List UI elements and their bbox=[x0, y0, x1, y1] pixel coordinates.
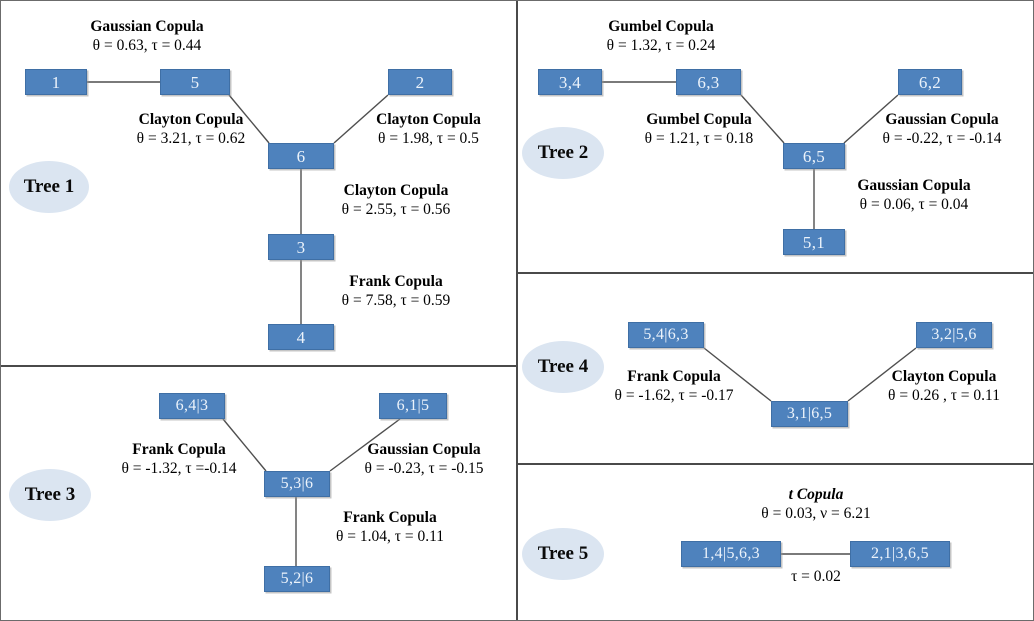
node-t1-5[interactable]: 5 bbox=[160, 69, 230, 95]
node-t2-63[interactable]: 6,3 bbox=[676, 69, 741, 95]
edge-family-t2-65-51: Gaussian Copula bbox=[857, 177, 971, 194]
edge-label-t2-62-65: Gaussian Copula θ = -0.22, τ = -0.14 bbox=[849, 111, 1033, 149]
edge-params-t4-5463-3165: θ = -1.62, τ = -0.17 bbox=[614, 386, 734, 404]
node-t4-3165[interactable]: 3,1|6,5 bbox=[771, 401, 848, 427]
node-t1-1[interactable]: 1 bbox=[25, 69, 87, 95]
node-t2-65[interactable]: 6,5 bbox=[783, 143, 845, 169]
edge-params-t3-615-536: θ = -0.23, τ = -0.15 bbox=[364, 459, 484, 477]
edge-params-t2-34-63: θ = 1.32, τ = 0.24 bbox=[606, 36, 716, 54]
edge-label-t1-5-6: Clayton Copula θ = 3.21, τ = 0.62 bbox=[101, 111, 281, 149]
edge-label-t4-5463-3165: Frank Copula θ = -1.62, τ = -0.17 bbox=[579, 368, 769, 406]
edge-family-t2-34-63: Gumbel Copula bbox=[608, 18, 714, 35]
divider-vertical-center bbox=[516, 1, 518, 620]
divider-tree1-tree3 bbox=[1, 365, 517, 367]
tree-badge-1: Tree 1 bbox=[9, 161, 89, 213]
node-t2-51[interactable]: 5,1 bbox=[783, 229, 845, 255]
edge-family-t5-main: t Copula bbox=[788, 486, 844, 503]
edge-family-t3-536-526: Frank Copula bbox=[343, 509, 437, 526]
edge-label-t3-643-536: Frank Copula θ = -1.32, τ =-0.14 bbox=[89, 441, 269, 479]
divider-tree4-tree5 bbox=[517, 463, 1033, 465]
node-t1-4[interactable]: 4 bbox=[268, 324, 334, 350]
edge-params-t2-65-51: θ = 0.06, τ = 0.04 bbox=[859, 195, 969, 213]
edge-label-t4-3256-3165: Clayton Copula θ = 0.26 , τ = 0.11 bbox=[853, 368, 1033, 406]
node-t3-526[interactable]: 5,2|6 bbox=[264, 566, 330, 592]
edge-params-t2-62-65: θ = -0.22, τ = -0.14 bbox=[882, 129, 1002, 147]
edge-label-t5-main: t Copula θ = 0.03, ν = 6.21 bbox=[723, 486, 909, 524]
edge-label-t3-536-526: Frank Copula θ = 1.04, τ = 0.11 bbox=[301, 509, 479, 547]
node-t1-3[interactable]: 3 bbox=[268, 234, 334, 260]
node-t2-34[interactable]: 3,4 bbox=[538, 69, 602, 95]
node-t5-14563[interactable]: 1,4|5,6,3 bbox=[681, 541, 781, 567]
edge-params-t3-643-536: θ = -1.32, τ =-0.14 bbox=[121, 459, 237, 477]
node-t3-536[interactable]: 5,3|6 bbox=[264, 471, 330, 497]
edge-params-t1-6-3: θ = 2.55, τ = 0.56 bbox=[341, 200, 451, 218]
edge-family-t1-5-6: Clayton Copula bbox=[138, 111, 244, 128]
node-t1-2[interactable]: 2 bbox=[388, 69, 452, 95]
node-t1-6[interactable]: 6 bbox=[268, 143, 334, 169]
edge-params-below-t5-main: τ = 0.02 bbox=[791, 568, 841, 585]
edge-params-t2-63-65: θ = 1.21, τ = 0.18 bbox=[644, 129, 754, 147]
edge-label-t5-tau: τ = 0.02 bbox=[740, 568, 892, 587]
edge-family-t1-3-4: Frank Copula bbox=[349, 273, 443, 290]
edge-label-t1-2-6: Clayton Copula θ = 1.98, τ = 0.5 bbox=[341, 111, 516, 149]
edge-family-t2-63-65: Gumbel Copula bbox=[646, 111, 752, 128]
tree-badge-4: Tree 4 bbox=[522, 341, 604, 393]
edge-params-t1-1-5: θ = 0.63, τ = 0.44 bbox=[92, 36, 202, 54]
edge-family-t1-6-3: Clayton Copula bbox=[343, 182, 449, 199]
tree-badge-2: Tree 2 bbox=[522, 127, 604, 179]
edge-family-t3-643-536: Frank Copula bbox=[132, 441, 226, 458]
edge-label-t1-6-3: Clayton Copula θ = 2.55, τ = 0.56 bbox=[306, 182, 486, 220]
divider-tree2-tree4 bbox=[517, 272, 1033, 274]
node-t3-615[interactable]: 6,1|5 bbox=[379, 393, 447, 419]
edge-family-t1-1-5: Gaussian Copula bbox=[90, 18, 204, 35]
edge-params-t3-536-526: θ = 1.04, τ = 0.11 bbox=[335, 527, 445, 545]
edge-label-t1-1-5: Gaussian Copula θ = 0.63, τ = 0.44 bbox=[57, 18, 237, 56]
node-t2-62[interactable]: 6,2 bbox=[898, 69, 962, 95]
edge-label-t1-3-4: Frank Copula θ = 7.58, τ = 0.59 bbox=[306, 273, 486, 311]
edge-family-t4-5463-3165: Frank Copula bbox=[627, 368, 721, 385]
edge-family-t3-615-536: Gaussian Copula bbox=[367, 441, 481, 458]
edge-params-t1-2-6: θ = 1.98, τ = 0.5 bbox=[378, 129, 479, 147]
node-t4-3256[interactable]: 3,2|5,6 bbox=[916, 322, 992, 348]
edge-params-t5-main: θ = 0.03, ν = 6.21 bbox=[761, 504, 871, 522]
node-t4-5463[interactable]: 5,4|6,3 bbox=[628, 322, 704, 348]
edge-label-t2-65-51: Gaussian Copula θ = 0.06, τ = 0.04 bbox=[819, 177, 1009, 215]
edge-params-t1-5-6: θ = 3.21, τ = 0.62 bbox=[136, 129, 246, 147]
edge-params-t1-3-4: θ = 7.58, τ = 0.59 bbox=[341, 291, 451, 309]
edge-label-t2-63-65: Gumbel Copula θ = 1.21, τ = 0.18 bbox=[609, 111, 789, 149]
edge-label-t3-615-536: Gaussian Copula θ = -0.23, τ = -0.15 bbox=[331, 441, 517, 479]
node-t3-643[interactable]: 6,4|3 bbox=[159, 393, 225, 419]
node-t5-21365[interactable]: 2,1|3,6,5 bbox=[850, 541, 950, 567]
tree-badge-3: Tree 3 bbox=[9, 469, 91, 521]
edge-label-t2-34-63: Gumbel Copula θ = 1.32, τ = 0.24 bbox=[571, 18, 751, 56]
edge-family-t2-62-65: Gaussian Copula bbox=[885, 111, 999, 128]
edge-family-t4-3256-3165: Clayton Copula bbox=[891, 368, 997, 385]
tree-badge-5: Tree 5 bbox=[522, 528, 604, 580]
edge-params-t4-3256-3165: θ = 0.26 , τ = 0.11 bbox=[888, 386, 1000, 404]
edge-family-t1-2-6: Clayton Copula bbox=[376, 111, 481, 128]
